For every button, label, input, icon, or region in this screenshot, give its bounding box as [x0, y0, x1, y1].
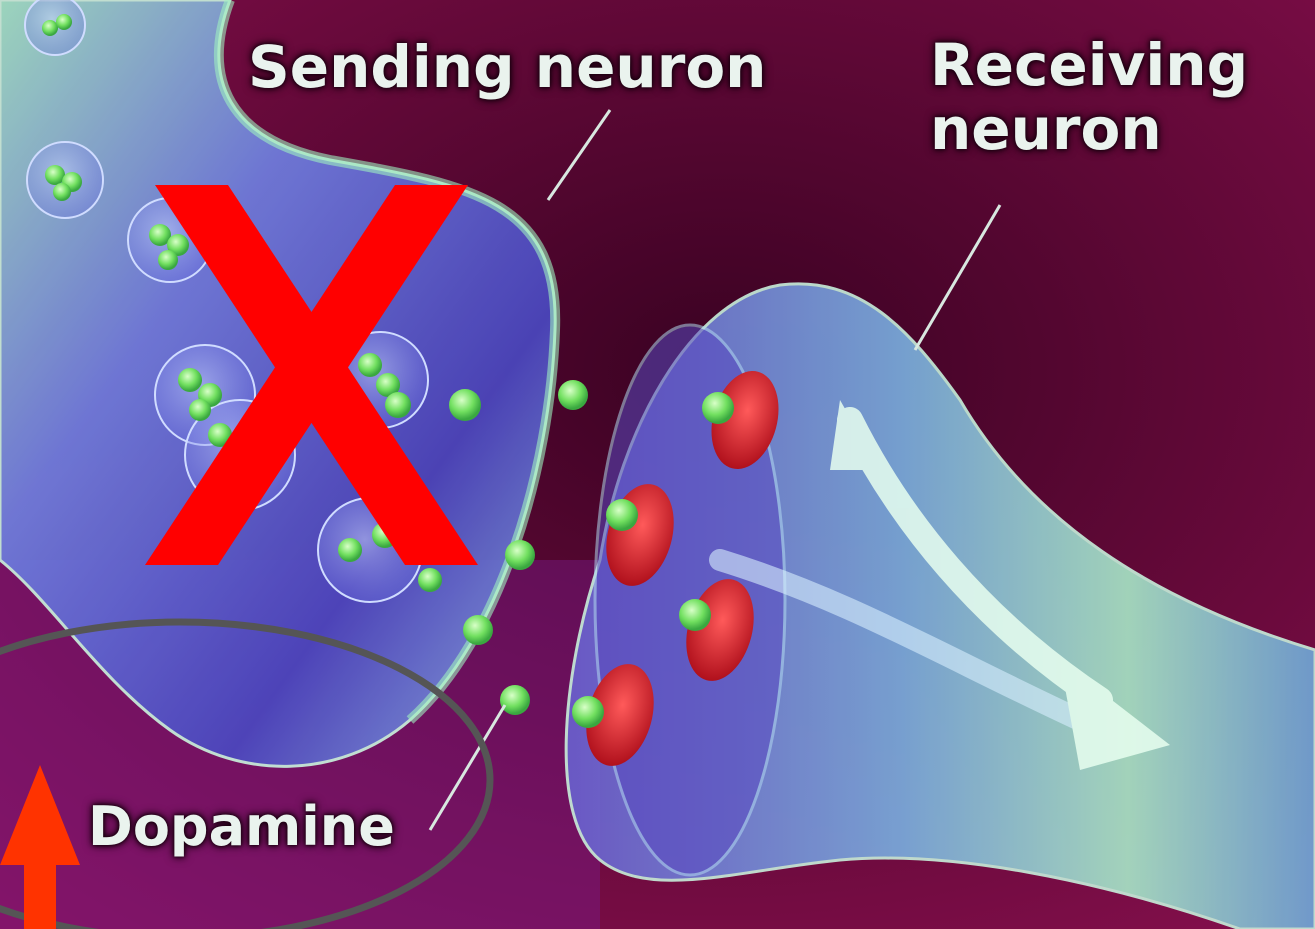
dopamine-label: Dopamine [88, 800, 395, 854]
sending-neuron-label: Sending neuron [248, 38, 766, 96]
receiving-neuron-label: Receiving neuron [930, 34, 1260, 162]
